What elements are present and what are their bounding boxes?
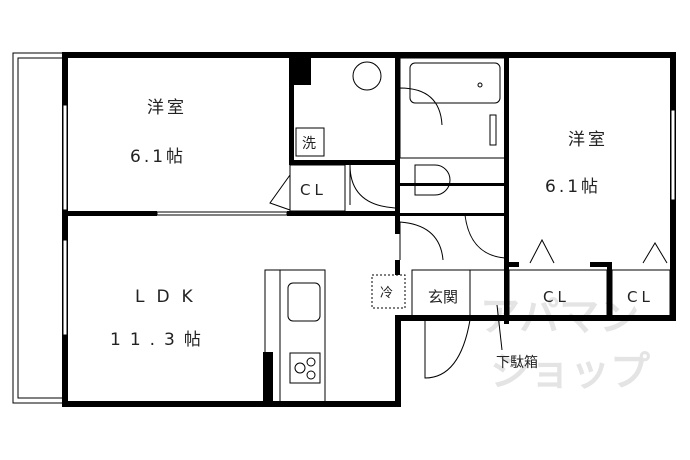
washer-label: 洗 [302,136,316,152]
ldk-name: LDK [135,287,205,307]
closet-label-2: CL [543,288,570,306]
svg-text:ショップ: ショップ [490,349,650,395]
west-bedroom-size: 6.1帖 [130,147,186,167]
entrance-label: 玄関 [428,288,458,306]
east-bedroom-size: 6.1帖 [545,177,601,197]
balcony [12,52,64,404]
west-bedroom-name: 洋室 [147,98,187,118]
shoe-box-label: 下駄箱 [496,355,538,371]
fridge-label: 冷 [380,286,393,301]
closet-label-1: CL [300,181,327,199]
ldk-size: 11.3帖 [110,330,210,350]
closet-label-3: CL [627,288,654,306]
east-bedroom-name: 洋室 [568,130,608,150]
fixtures [62,57,676,403]
